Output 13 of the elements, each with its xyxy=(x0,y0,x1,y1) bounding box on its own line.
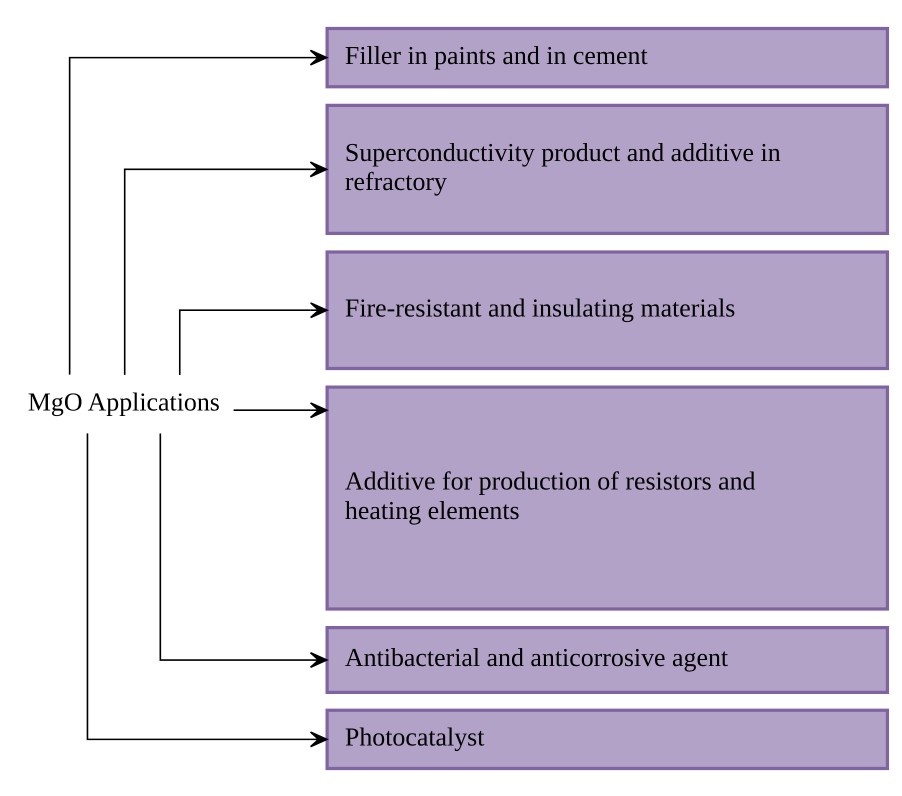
node-text: MgO Applications xyxy=(28,386,220,416)
node-box: Fire-resistant and insulating materials xyxy=(326,250,890,370)
node-box: Filler in paints and in cement xyxy=(326,26,890,88)
arrow xyxy=(86,432,328,747)
node-box: Additive for production of resistors and heating elements xyxy=(326,385,890,610)
node-box: Photocatalyst xyxy=(326,708,890,770)
arrow xyxy=(178,302,328,374)
arrow xyxy=(160,433,328,668)
node-box: Antibacterial and anticorrosive agent xyxy=(326,626,890,694)
arrow xyxy=(124,160,328,374)
arrow xyxy=(234,402,328,418)
arrow xyxy=(68,49,328,374)
node-box: Superconductivity product and additive in refractory xyxy=(326,103,890,234)
